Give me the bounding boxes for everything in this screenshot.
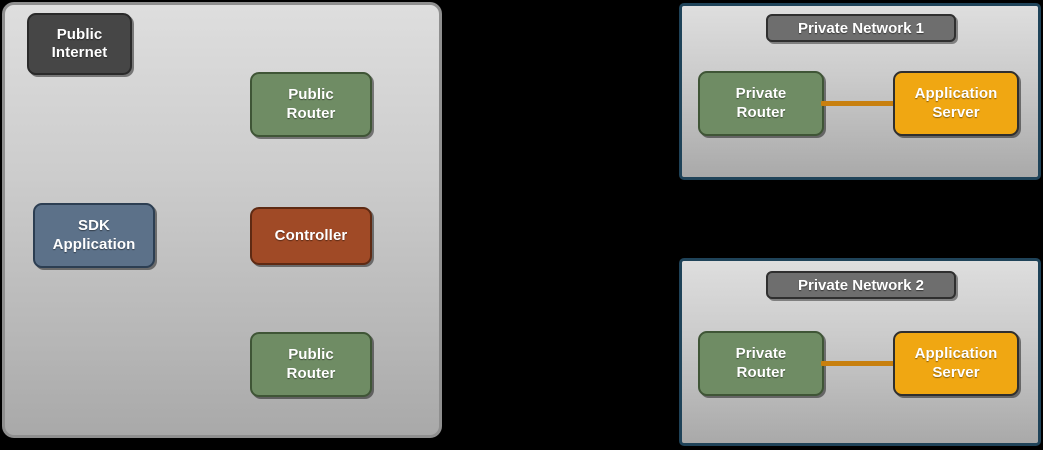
node-public-internet-label: Public Internet — [51, 25, 108, 61]
node-application-server-2[interactable]: Application Server — [893, 331, 1019, 396]
node-sdk-application[interactable]: SDK Application — [33, 203, 155, 268]
node-application-server-1[interactable]: Application Server — [893, 71, 1019, 136]
private-network-2-container: Private Network 2 Private Router Applica… — [679, 258, 1041, 446]
node-public-router-bottom-label: Public Router — [286, 346, 336, 382]
node-application-server-1-label: Application Server — [914, 85, 998, 121]
node-private-router-2[interactable]: Private Router — [698, 331, 824, 396]
node-private-router-1-label: Private Router — [735, 85, 787, 121]
node-application-server-2-label: Application Server — [914, 345, 998, 381]
node-controller-label: Controller — [274, 226, 348, 244]
node-public-internet[interactable]: Public Internet — [27, 13, 132, 75]
node-sdk-application-label: SDK Application — [52, 217, 136, 253]
public-zone-container: Public Internet Public Router SDK Applic… — [2, 2, 442, 438]
node-private-router-1[interactable]: Private Router — [698, 71, 824, 136]
link-router-to-server-1 — [821, 101, 897, 106]
private-network-1-title: Private Network 1 — [766, 14, 956, 42]
private-network-2-title: Private Network 2 — [766, 271, 956, 299]
node-controller[interactable]: Controller — [250, 207, 372, 265]
private-network-2-title-label: Private Network 2 — [798, 276, 924, 294]
node-public-router-top-label: Public Router — [286, 86, 336, 122]
private-network-1-container: Private Network 1 Private Router Applica… — [679, 3, 1041, 180]
node-public-router-bottom[interactable]: Public Router — [250, 332, 372, 397]
link-router-to-server-2 — [821, 361, 897, 366]
node-public-router-top[interactable]: Public Router — [250, 72, 372, 137]
private-network-1-title-label: Private Network 1 — [798, 19, 924, 37]
node-private-router-2-label: Private Router — [735, 345, 787, 381]
